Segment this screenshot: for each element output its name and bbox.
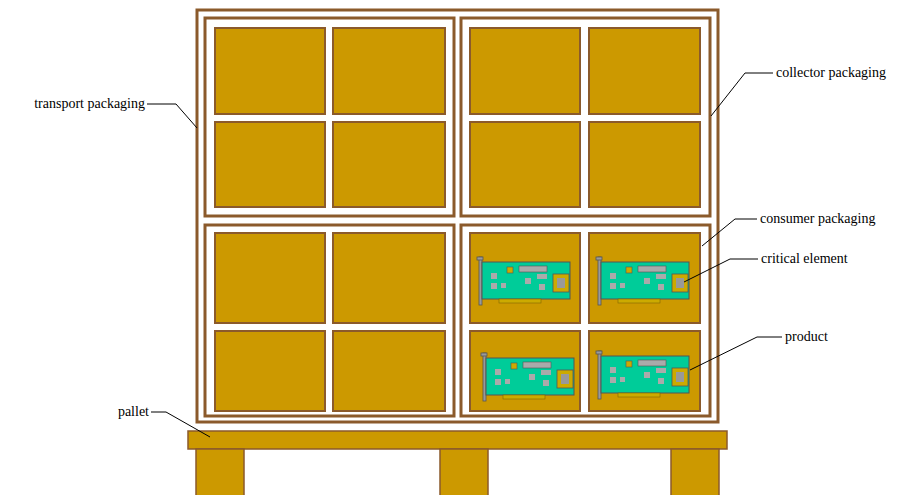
consumer-packaging: [215, 28, 700, 411]
product-pcb: [477, 257, 689, 401]
part-label: critical element: [761, 251, 848, 267]
part-label: collector packaging: [776, 65, 886, 81]
pallet: [188, 431, 727, 495]
part-label: product: [785, 329, 828, 345]
transport-packaging: [197, 10, 718, 422]
part-label: consumer packaging: [760, 211, 875, 227]
part-label: transport packaging: [34, 96, 145, 112]
leader-line: [147, 73, 782, 437]
part-label: pallet: [118, 404, 149, 420]
collector-packaging: [205, 18, 710, 416]
